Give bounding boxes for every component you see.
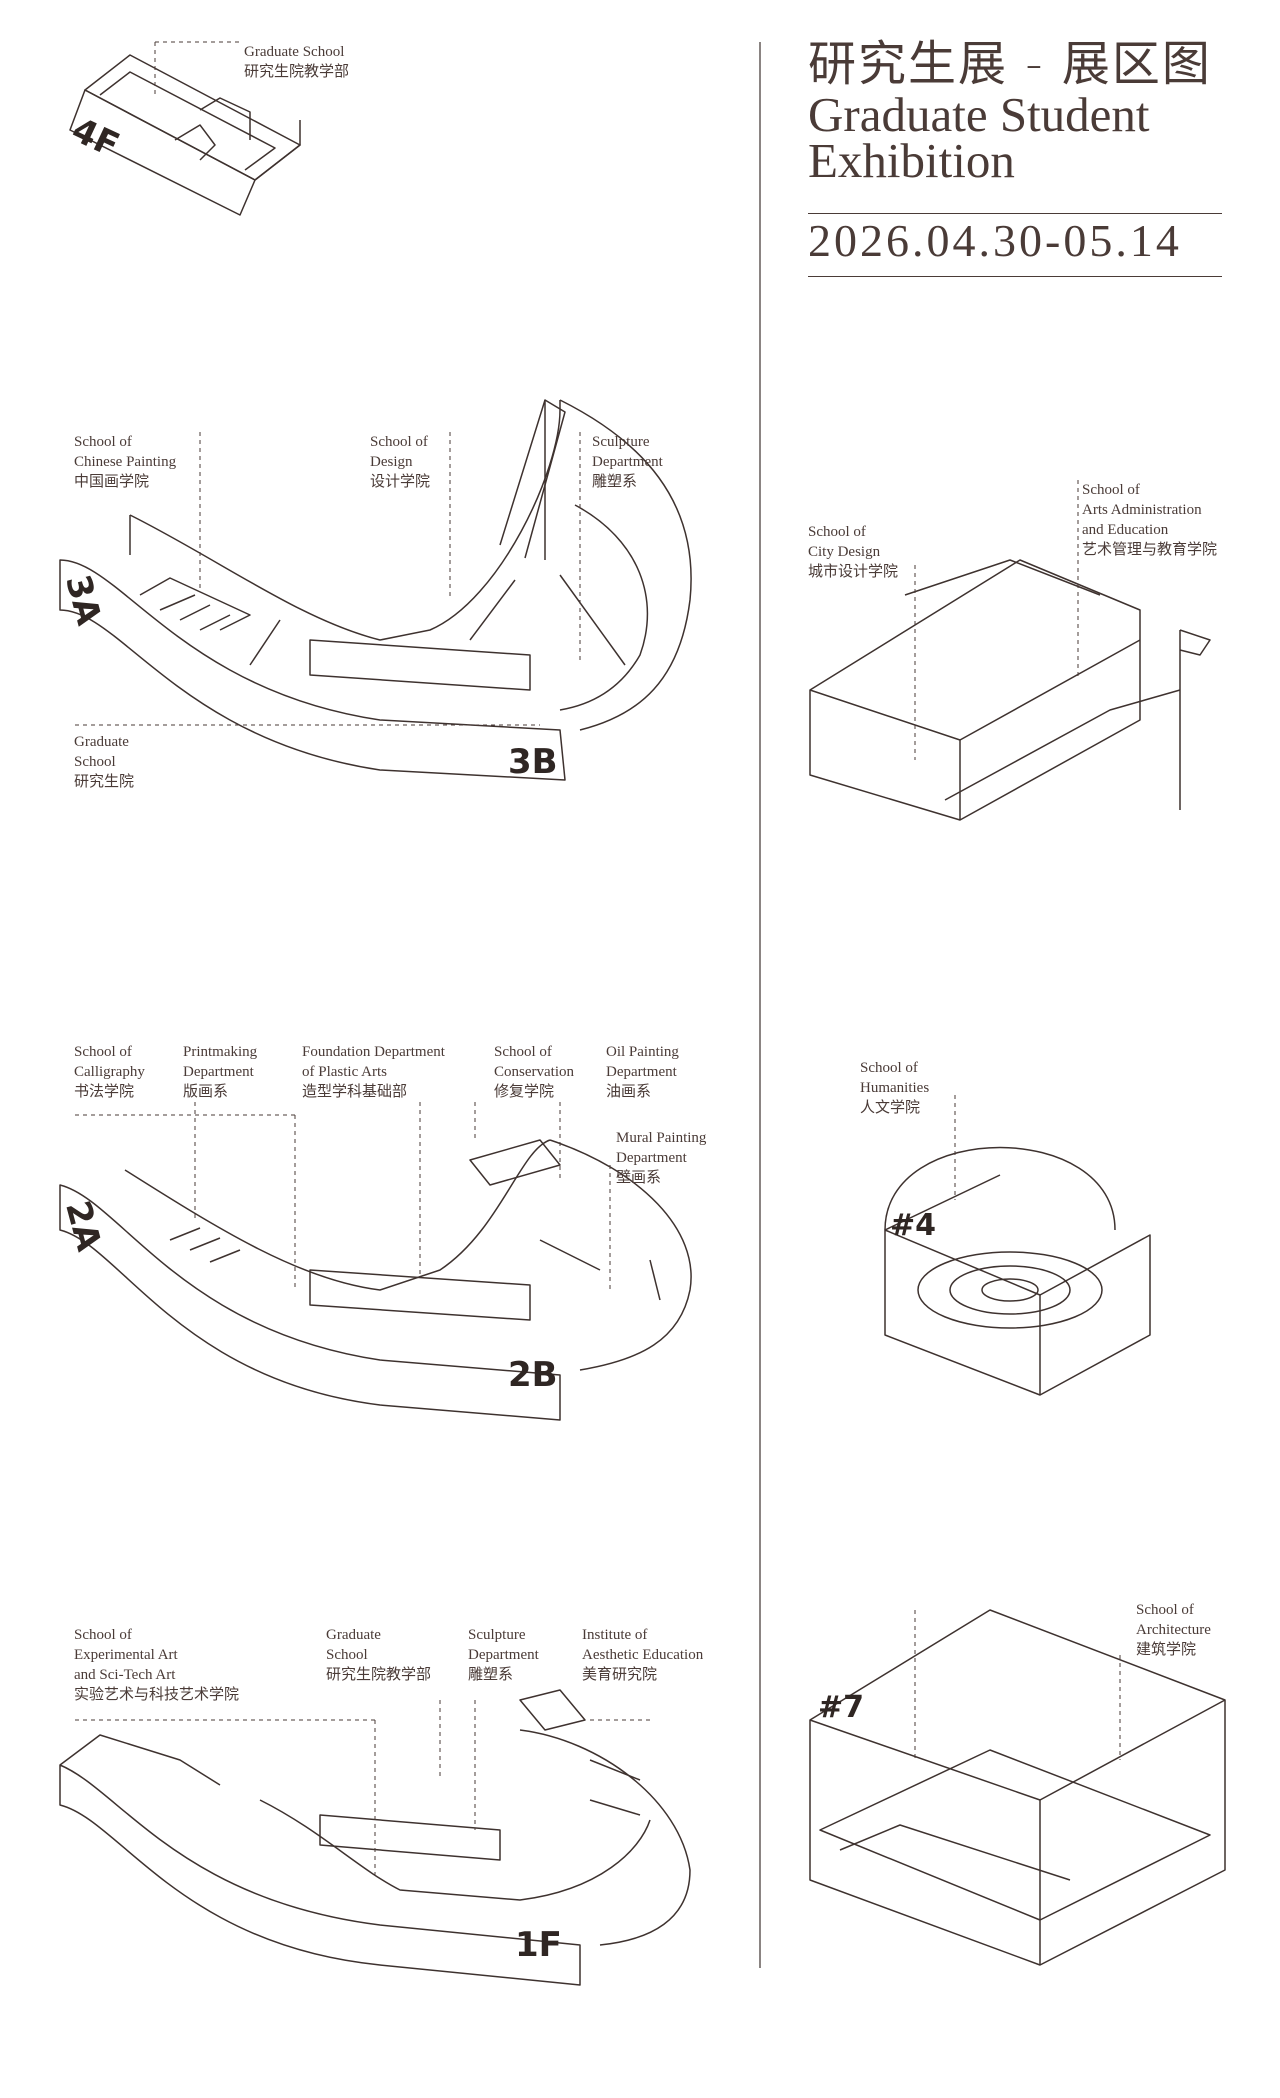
building-label-4: #4	[890, 1208, 937, 1243]
floor-3-plan	[59, 399, 692, 781]
title-english-line1: Graduate Student	[808, 87, 1150, 142]
city-design-building	[809, 559, 1211, 821]
floor-label-1f: 1F	[515, 1925, 562, 1965]
building-7-architecture	[809, 1609, 1226, 1966]
floor-label-3b: 3B	[508, 742, 558, 782]
title-rule-bottom	[808, 276, 1222, 277]
floor-4f-plan	[69, 54, 301, 216]
floor-2-plan	[59, 1139, 692, 1421]
building-4-humanities	[884, 1146, 1151, 1396]
exhibition-title: 研究生展 - 展区图 Graduate Student Exhibition	[808, 36, 1228, 188]
floor-label-2b: 2B	[508, 1355, 558, 1395]
title-rule-top	[808, 213, 1222, 214]
building-label-7: #7	[818, 1690, 865, 1725]
exhibition-dates: 2026.04.30-05.14	[808, 215, 1182, 266]
floor-1-plan	[59, 1689, 691, 1986]
title-english-line2: Exhibition	[808, 133, 1015, 188]
title-chinese: 研究生展 - 展区图	[808, 36, 1212, 92]
